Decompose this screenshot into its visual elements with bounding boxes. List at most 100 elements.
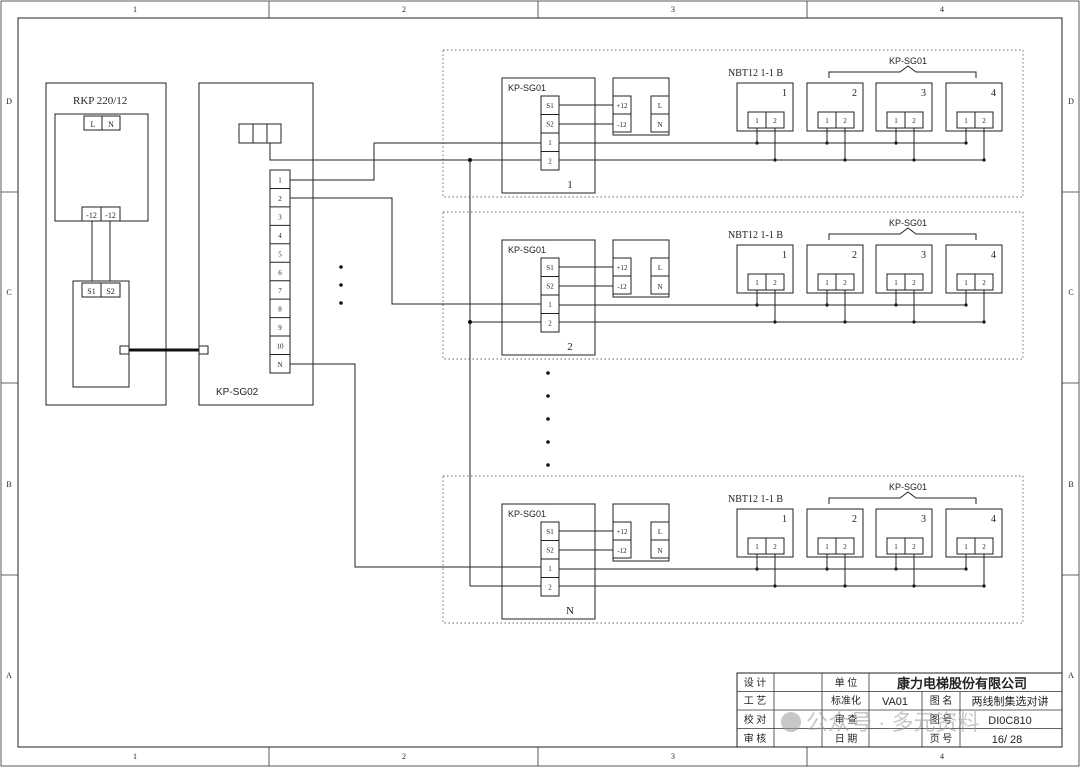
station-number: 4 bbox=[991, 514, 996, 525]
border-col-label-top: 4 bbox=[940, 5, 944, 14]
ac-terminal-n: N bbox=[108, 120, 114, 129]
controller-terminal: 6 bbox=[278, 269, 282, 277]
signal-terminal-s2: S2 bbox=[106, 287, 114, 296]
title-review: 审 查 bbox=[835, 713, 858, 726]
station-number: 3 bbox=[921, 514, 926, 525]
station-pin: 2 bbox=[843, 279, 847, 287]
supply-ac-n: N bbox=[657, 547, 662, 555]
station-pin: 2 bbox=[982, 279, 986, 287]
supply-terminal-minus12: -12 bbox=[617, 121, 627, 129]
controller-terminal: 4 bbox=[278, 232, 282, 240]
border-col-label-bottom: 1 bbox=[133, 752, 137, 761]
module-terminal: S1 bbox=[546, 528, 554, 536]
controller-terminal: 1 bbox=[278, 177, 282, 185]
module-terminal: S2 bbox=[546, 121, 554, 129]
title-unit: 单 位 bbox=[835, 676, 858, 689]
ac-terminal-l: L bbox=[91, 120, 96, 129]
station-number: 3 bbox=[921, 250, 926, 261]
station-pin: 1 bbox=[894, 279, 898, 287]
controller-terminal: 3 bbox=[278, 213, 282, 221]
controller-terminal: 8 bbox=[278, 306, 282, 314]
station-pin: 1 bbox=[825, 117, 829, 125]
bracket-label: KP-SG01 bbox=[889, 482, 927, 492]
power-supply-title: RKP 220/12 bbox=[73, 95, 127, 107]
title-process: 工 艺 bbox=[744, 695, 767, 707]
station-number: 4 bbox=[991, 88, 996, 99]
title-standard: 标准化 bbox=[831, 694, 861, 707]
dc-terminal-2: -12 bbox=[105, 211, 116, 220]
module-terminal: 2 bbox=[548, 584, 552, 592]
continuation-dots bbox=[339, 265, 550, 467]
border-row-label-left: A bbox=[6, 671, 12, 680]
watermark: 公众号 · 多元资料 bbox=[781, 710, 980, 735]
watermark-text: 公众号 · 多元资料 bbox=[806, 710, 980, 735]
page-value: 16/ 28 bbox=[992, 734, 1023, 746]
station-pin: 1 bbox=[964, 543, 968, 551]
supply-ac-l: L bbox=[658, 102, 662, 110]
station-pin: 2 bbox=[843, 117, 847, 125]
supply-terminal-minus12: -12 bbox=[617, 547, 627, 555]
title-date: 日 期 bbox=[835, 733, 858, 745]
title-drawing-name: 图 名 bbox=[930, 694, 953, 707]
module-label: KP-SG01 bbox=[508, 83, 546, 93]
wechat-icon bbox=[781, 712, 801, 732]
station-number: 4 bbox=[991, 250, 996, 261]
controller-terminal: N bbox=[277, 361, 282, 369]
title-check: 校 对 bbox=[744, 713, 767, 726]
module-terminal: 1 bbox=[548, 301, 552, 309]
controller-label: KP-SG02 bbox=[216, 387, 259, 398]
drawing-name-value: 两线制集选对讲 bbox=[972, 694, 1049, 708]
station-line-label: NBT12 1-1 B bbox=[728, 68, 783, 79]
title-design: 设 计 bbox=[744, 676, 767, 689]
border-col-label-bottom: 3 bbox=[671, 752, 675, 761]
station-pin: 2 bbox=[982, 543, 986, 551]
controller-terminal: 7 bbox=[278, 287, 282, 295]
station-pin: 1 bbox=[894, 117, 898, 125]
supply-terminal-plus12: +12 bbox=[617, 102, 628, 110]
border-col-label-top: 2 bbox=[402, 5, 406, 14]
station-line-label: NBT12 1-1 B bbox=[728, 494, 783, 505]
title-drawing-no: 图 号 bbox=[930, 714, 953, 726]
station-pin: 1 bbox=[964, 117, 968, 125]
standard-value: VA01 bbox=[882, 696, 908, 708]
station-pin: 2 bbox=[982, 117, 986, 125]
module-terminal: S2 bbox=[546, 547, 554, 555]
station-number: 1 bbox=[782, 88, 787, 99]
module-terminal: 1 bbox=[548, 139, 552, 147]
supply-ac-n: N bbox=[657, 283, 662, 291]
module-terminal: 2 bbox=[548, 158, 552, 166]
module-label: KP-SG01 bbox=[508, 245, 546, 255]
station-unit: 4 1 2 bbox=[945, 508, 1003, 588]
station-unit: 2 1 2 bbox=[806, 82, 864, 162]
module-terminal: 2 bbox=[548, 320, 552, 328]
station-number: 2 bbox=[852, 250, 857, 261]
group-number: 2 bbox=[567, 341, 573, 353]
controller-terminal: 9 bbox=[278, 324, 282, 332]
station-pin: 2 bbox=[773, 543, 777, 551]
controller-terminal: 10 bbox=[277, 343, 285, 351]
border-col-label-bottom: 4 bbox=[940, 752, 944, 761]
station-unit: 3 1 2 bbox=[875, 508, 933, 588]
border-col-label-top: 1 bbox=[133, 5, 137, 14]
station-number: 1 bbox=[782, 250, 787, 261]
module-terminal: S1 bbox=[546, 102, 554, 110]
border-row-label-right: D bbox=[1068, 97, 1074, 106]
supply-ac-l: L bbox=[658, 264, 662, 272]
title-page: 页 号 bbox=[930, 733, 953, 745]
station-number: 2 bbox=[852, 88, 857, 99]
station-pin: 2 bbox=[912, 543, 916, 551]
station-pin: 1 bbox=[755, 279, 759, 287]
station-pin: 2 bbox=[912, 279, 916, 287]
station-number: 1 bbox=[782, 514, 787, 525]
station-pin: 1 bbox=[894, 543, 898, 551]
border-row-label-left: B bbox=[6, 480, 11, 489]
module-terminal: 1 bbox=[548, 565, 552, 573]
station-pin: 2 bbox=[773, 279, 777, 287]
